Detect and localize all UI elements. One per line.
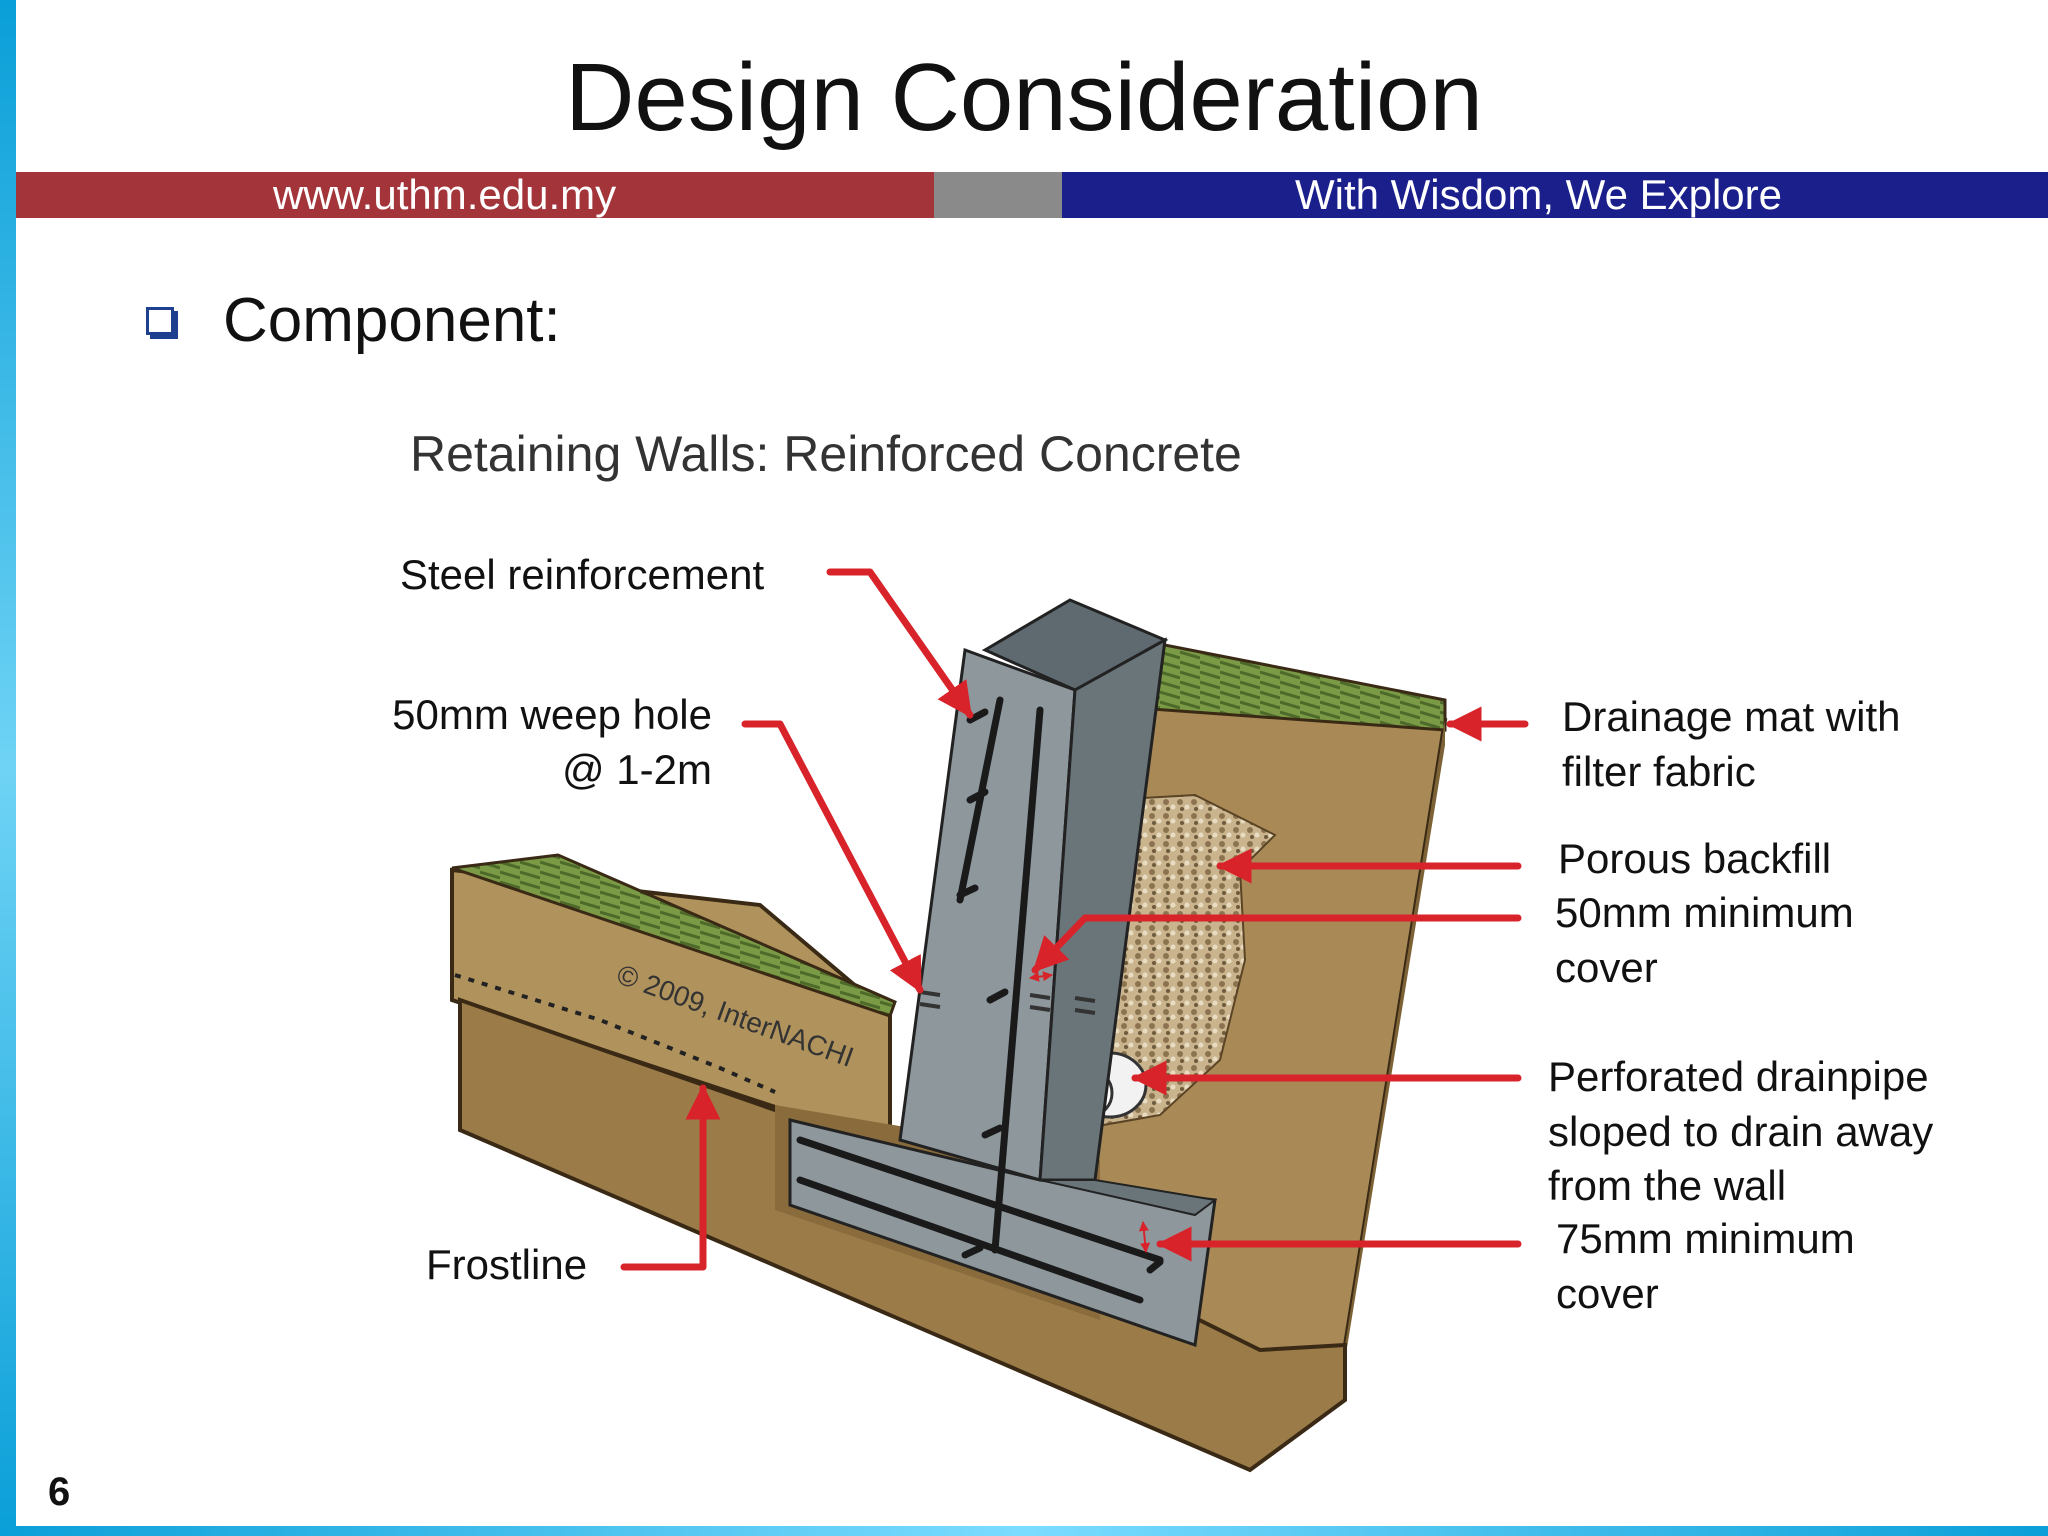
frostline-dotted bbox=[454, 973, 776, 1094]
cover75-marker bbox=[1138, 1221, 1151, 1253]
label-mat-line1: Drainage mat with bbox=[1562, 693, 1901, 740]
steel-rebar bbox=[796, 696, 1164, 1304]
left-grass-surface bbox=[451, 853, 897, 1018]
label-mat-line2: filter fabric bbox=[1562, 747, 1756, 795]
label-50mm-cover: 50mm minimum cover bbox=[1555, 886, 1854, 995]
label-porous-backfill: Porous backfill bbox=[1558, 835, 1832, 882]
label-cover75-line1: 75mm minimum bbox=[1556, 1215, 1855, 1262]
diagram-subtitle: Retaining Walls: Reinforced Concrete bbox=[410, 426, 1242, 482]
label-cover50-line1: 50mm minimum bbox=[1555, 889, 1854, 936]
cover50-marker bbox=[1029, 971, 1053, 982]
arrow-frost bbox=[620, 1084, 721, 1271]
university-motto: With Wisdom, We Explore bbox=[1295, 171, 1782, 218]
header-band-blue bbox=[1062, 172, 2048, 218]
label-drainage-mat: Drainage mat with filter fabric bbox=[1562, 690, 1900, 799]
label-pipe-line1: Perforated drainpipe bbox=[1548, 1053, 1929, 1100]
label-75mm-cover: 75mm minimum cover bbox=[1556, 1212, 1855, 1321]
arrow-steel bbox=[826, 568, 974, 719]
section-heading: Component: bbox=[223, 286, 561, 355]
label-cover75-line2: cover bbox=[1556, 1269, 1659, 1317]
header-band-red bbox=[16, 172, 934, 218]
weep-hole-marks bbox=[919, 990, 1096, 1015]
label-steel-reinforcement: Steel reinforcement bbox=[400, 551, 765, 598]
label-cover50-line2: cover bbox=[1555, 943, 1658, 991]
left-soil-block bbox=[450, 853, 897, 1148]
page-number: 6 bbox=[48, 1470, 71, 1514]
slide-bottom-edge bbox=[0, 1526, 2048, 1536]
label-frostline: Frostline bbox=[426, 1241, 588, 1288]
website-url: www.uthm.edu.my bbox=[273, 171, 617, 218]
label-weep-line1: 50mm weep hole bbox=[392, 691, 712, 738]
slide-title: Design Consideration bbox=[565, 44, 1483, 151]
arrow-cover50 bbox=[1031, 914, 1522, 974]
header-band-grey bbox=[934, 172, 1062, 218]
label-pipe-line3: from the wall bbox=[1548, 1162, 1787, 1210]
label-weep-line2: @ 1-2m bbox=[562, 745, 712, 793]
callout-arrows bbox=[620, 568, 1529, 1271]
label-pipe-line2: sloped to drain away bbox=[1548, 1107, 1934, 1155]
label-weep-hole: 50mm weep hole @ 1-2m bbox=[367, 688, 712, 797]
arrow-weep bbox=[741, 720, 924, 994]
label-drainpipe: Perforated drainpipe sloped to drain awa… bbox=[1548, 1050, 1933, 1214]
checkbox-bullet-icon bbox=[146, 307, 174, 335]
slide-left-edge bbox=[0, 0, 16, 1536]
